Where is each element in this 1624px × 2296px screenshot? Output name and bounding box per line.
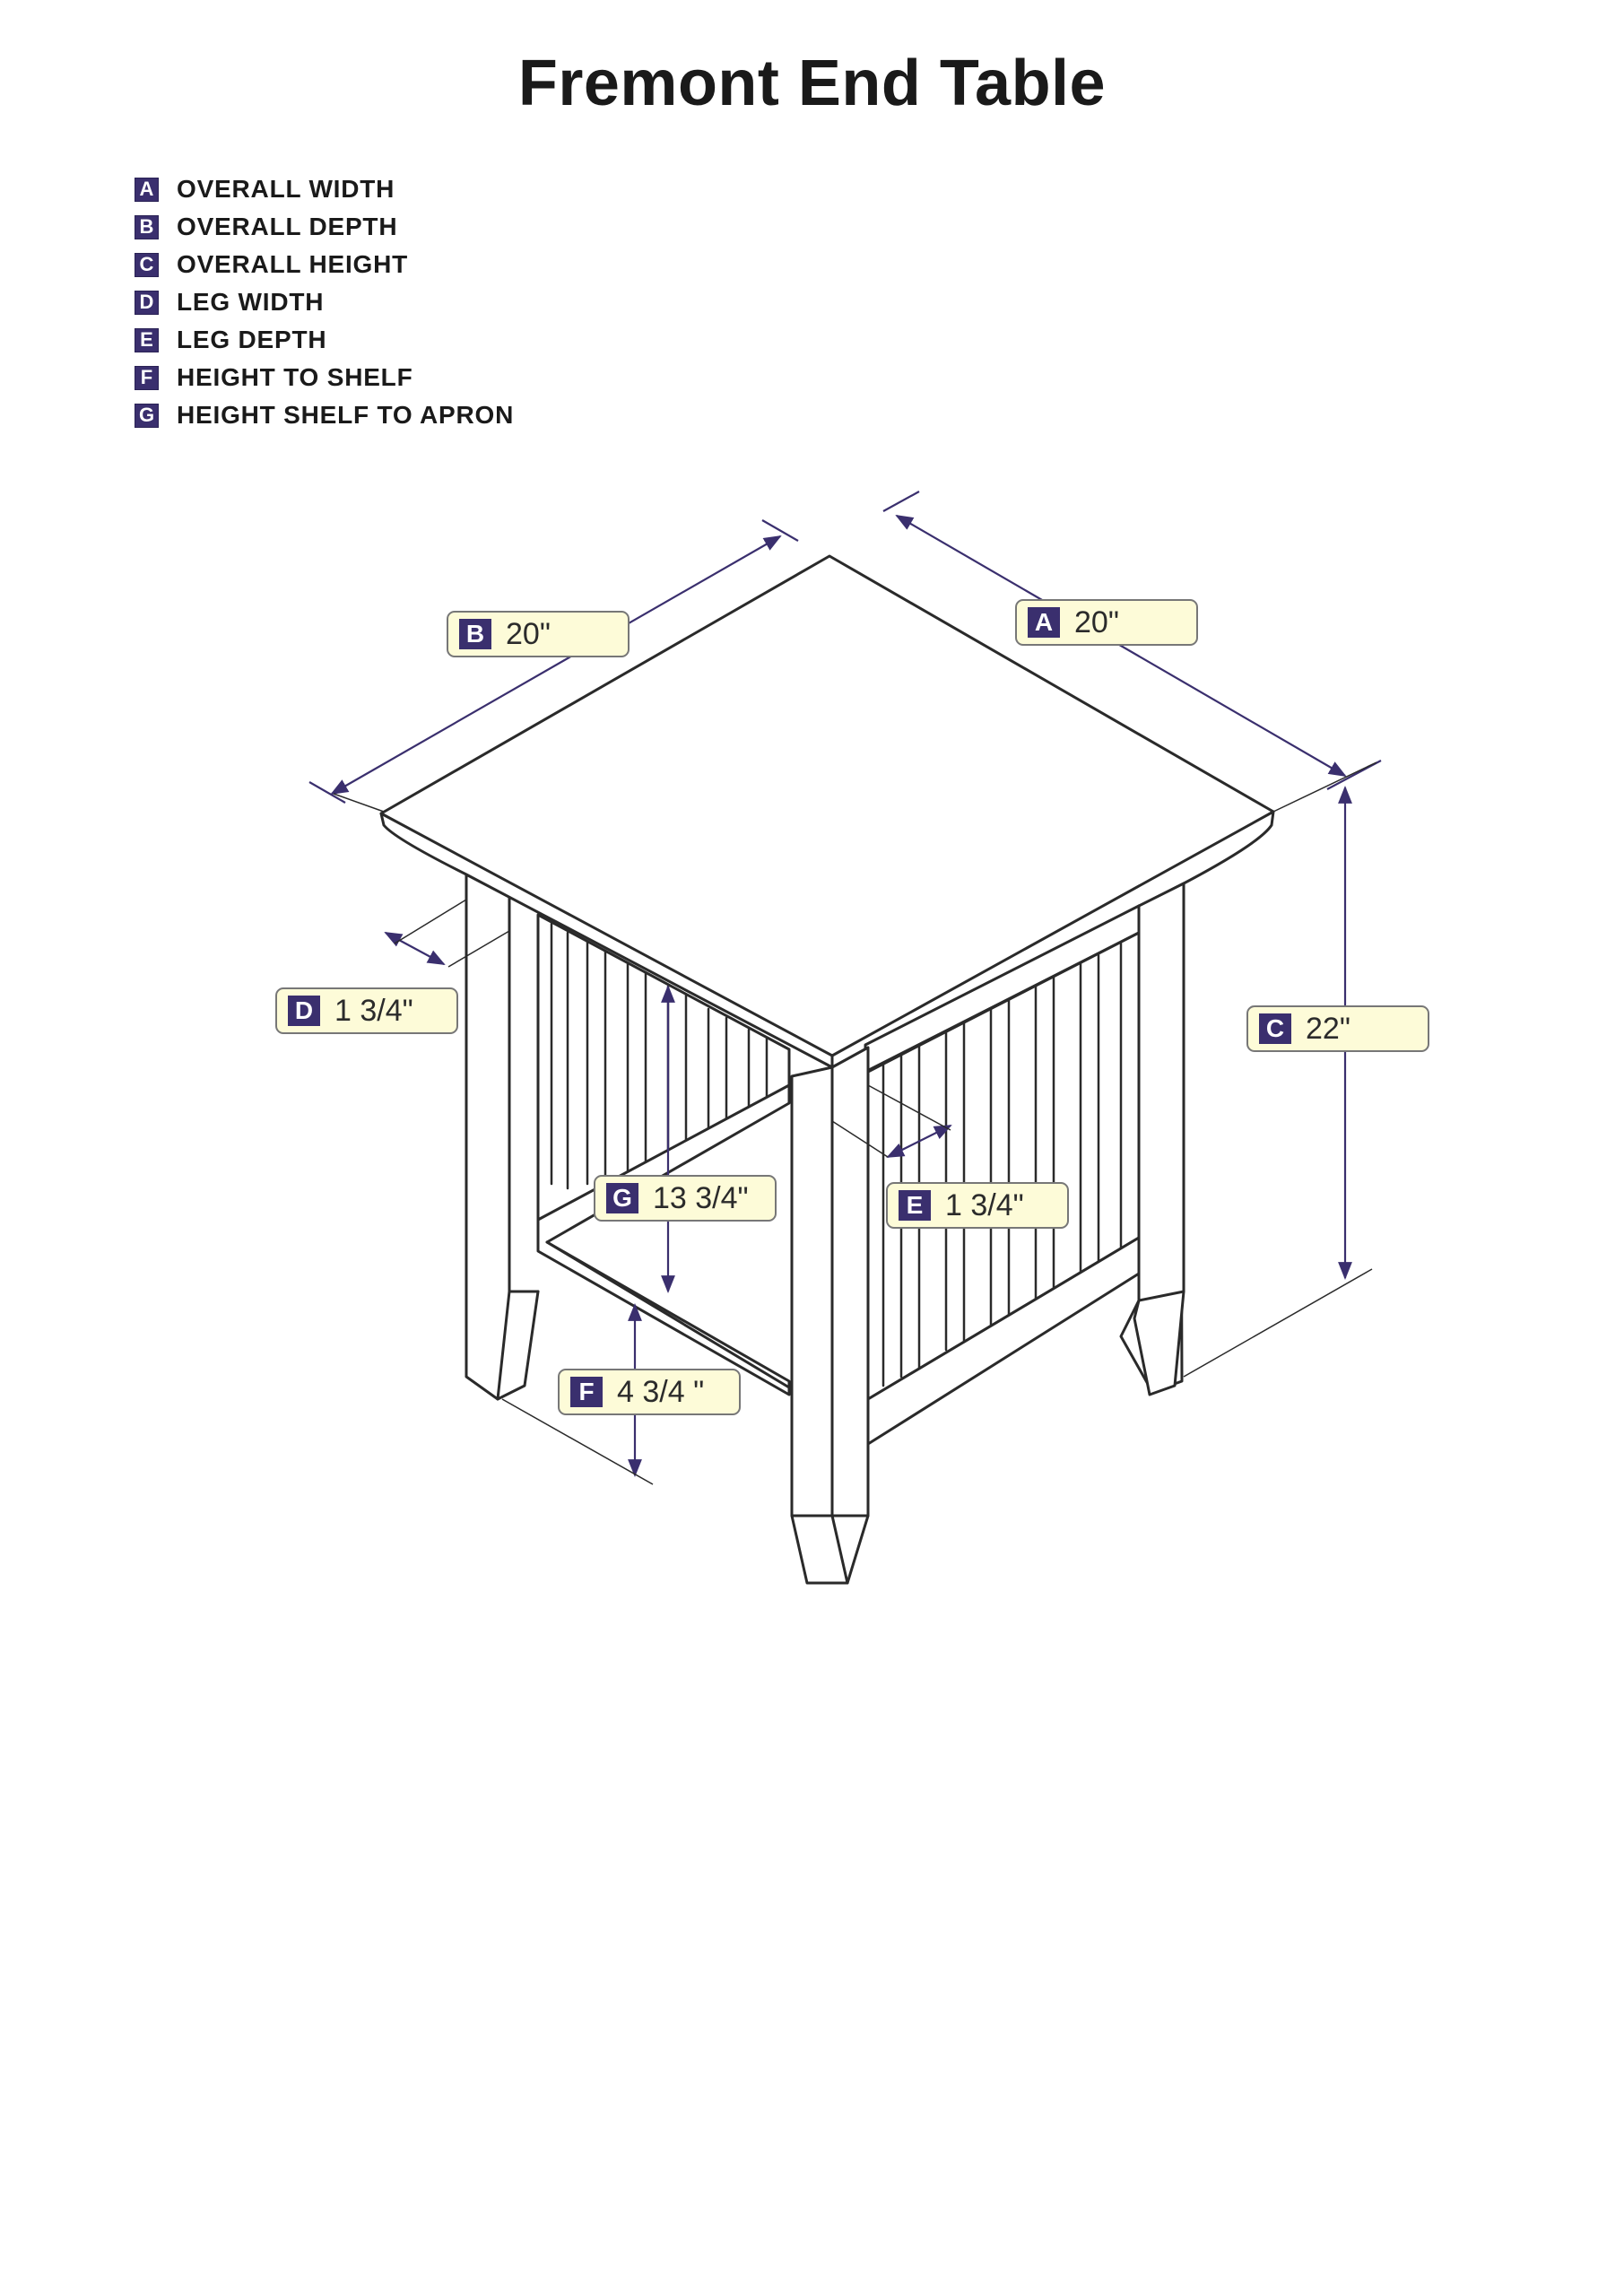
callout-badge-f: F	[570, 1377, 603, 1407]
dimension-legend: A OVERALL WIDTH B OVERALL DEPTH C OVERAL…	[135, 170, 514, 434]
callout-value-g: 13 3/4"	[653, 1180, 749, 1215]
callout-value-d: 1 3/4"	[334, 993, 413, 1028]
page-title: Fremont End Table	[517, 48, 1107, 119]
legend-item-leg-width: D LEG WIDTH	[135, 283, 514, 321]
legend-item-leg-depth: E LEG DEPTH	[135, 321, 514, 359]
tabletop-front-left-edge	[379, 812, 834, 1069]
legend-label: OVERALL WIDTH	[177, 175, 395, 203]
legend-label: HEIGHT TO SHELF	[177, 363, 413, 391]
callout-value-b: 20"	[506, 616, 551, 651]
callout-value-f: 4 3/4 "	[617, 1374, 705, 1409]
dimension-line-a	[895, 515, 1347, 777]
dimension-line-d	[384, 932, 446, 965]
legend-item-height-shelf-to-apron: G HEIGHT SHELF TO APRON	[135, 396, 514, 434]
callout-badge-d: D	[288, 996, 320, 1026]
back-left-leg-lower	[496, 1290, 540, 1401]
callout-value-e: 1 3/4"	[945, 1187, 1024, 1222]
legend-badge-g: G	[135, 403, 159, 428]
dimension-lines	[308, 491, 1382, 1485]
tabletop-front-right-edge	[830, 810, 1275, 1069]
legend-badge-a: A	[135, 177, 159, 202]
dimension-line-e	[886, 1125, 952, 1158]
legend-label: OVERALL HEIGHT	[177, 250, 409, 278]
callout-badge-a: A	[1028, 607, 1060, 638]
legend-item-height-to-shelf: F HEIGHT TO SHELF	[135, 359, 514, 396]
dimension-callout-d: D 1 3/4"	[275, 987, 458, 1034]
callout-badge-c: C	[1259, 1013, 1291, 1044]
legend-item-overall-height: C OVERALL HEIGHT	[135, 246, 514, 283]
front-right-leg	[1133, 882, 1185, 1396]
dimension-callout-c: C 22"	[1246, 1005, 1429, 1052]
legend-item-overall-depth: B OVERALL DEPTH	[135, 208, 514, 246]
dimension-callout-f: F 4 3/4 "	[558, 1369, 741, 1415]
legend-item-overall-width: A OVERALL WIDTH	[135, 170, 514, 208]
legend-label: HEIGHT SHELF TO APRON	[177, 401, 515, 429]
legend-label: OVERALL DEPTH	[177, 213, 398, 240]
dimension-callout-e: E 1 3/4"	[886, 1182, 1069, 1229]
dimension-callout-a: A 20"	[1015, 599, 1198, 646]
lower-shelf	[536, 1083, 791, 1396]
legend-badge-d: D	[135, 290, 159, 315]
dimension-callout-g: G 13 3/4"	[594, 1175, 777, 1222]
dimension-callout-b: B 20"	[447, 611, 630, 657]
callout-value-c: 22"	[1306, 1011, 1350, 1046]
callout-badge-b: B	[459, 619, 491, 649]
table-outline	[379, 554, 1275, 1585]
legend-label: LEG DEPTH	[177, 326, 327, 353]
dimension-line-b	[330, 535, 782, 795]
callout-badge-g: G	[606, 1183, 638, 1213]
callout-badge-e: E	[899, 1190, 931, 1221]
callout-value-a: 20"	[1074, 604, 1119, 639]
legend-badge-c: C	[135, 252, 159, 277]
legend-label: LEG WIDTH	[177, 288, 325, 316]
front-leg	[790, 1046, 870, 1585]
legend-badge-f: F	[135, 365, 159, 390]
legend-badge-e: E	[135, 327, 159, 352]
legend-badge-b: B	[135, 214, 159, 239]
